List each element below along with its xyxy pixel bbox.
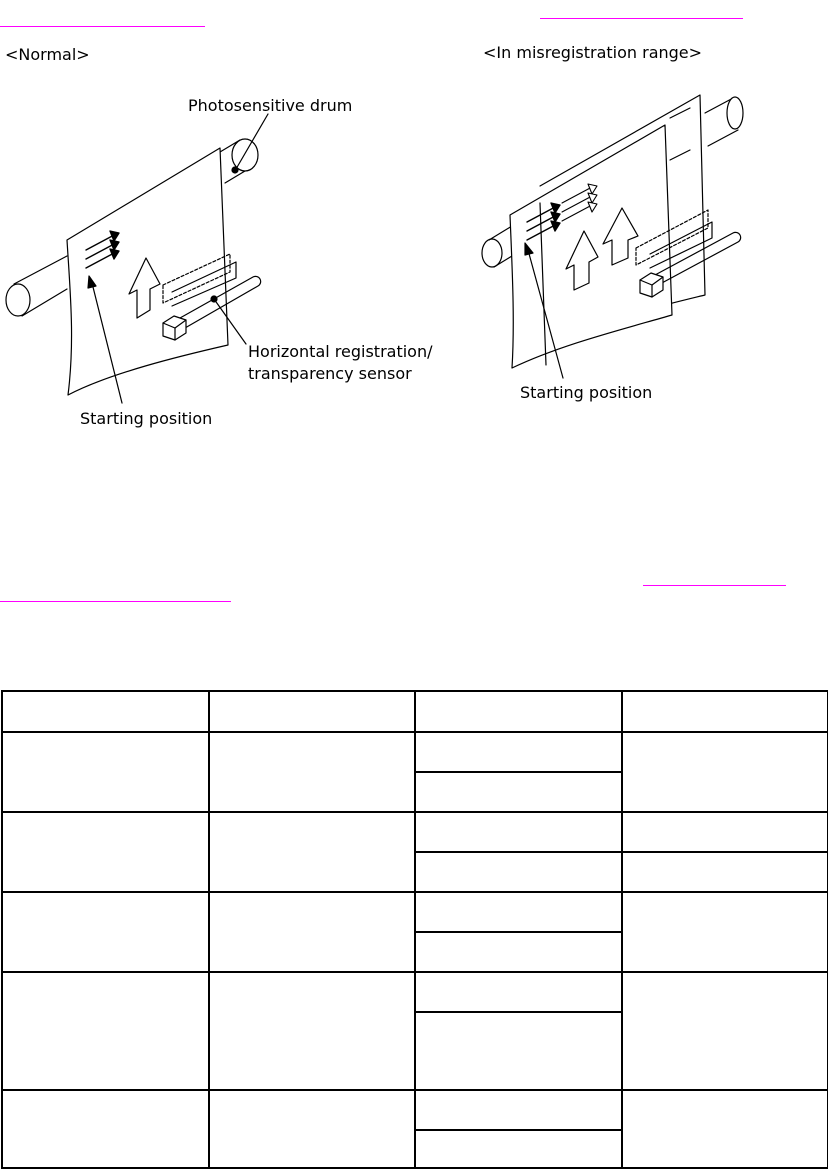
sensor-label-line2: transparency sensor <box>248 364 412 383</box>
table-cell <box>621 851 828 893</box>
table-cell <box>414 931 623 973</box>
cross-reference-link[interactable] <box>0 583 231 602</box>
table-cell <box>1 891 210 973</box>
table-cell <box>621 1089 828 1169</box>
table-cell <box>621 891 828 973</box>
table-row <box>2 1011 828 1091</box>
table-cell <box>621 731 828 813</box>
cross-reference-link[interactable] <box>643 567 786 586</box>
normal-panel-title: <Normal> <box>5 45 90 64</box>
table-header-cell <box>621 690 828 733</box>
table-row <box>2 771 828 813</box>
table-row <box>2 851 828 893</box>
table-cell <box>208 971 416 1091</box>
starting-position-label-misregistration: Starting position <box>520 383 653 402</box>
table-cell <box>1 971 210 1091</box>
table-cell <box>621 971 828 1091</box>
table-cell <box>621 811 828 853</box>
misregistration-panel-title: <In misregistration range> <box>483 43 703 62</box>
starting-position-label-normal: Starting position <box>80 409 213 428</box>
table-cell <box>414 891 623 933</box>
table-header-row <box>1 690 828 733</box>
table-cell <box>208 1089 416 1169</box>
table-row <box>1 1089 828 1169</box>
table-cell <box>414 1011 623 1091</box>
table-cell <box>1 1089 210 1169</box>
specification-table <box>1 690 828 1169</box>
table-cell <box>414 971 623 1013</box>
table-cell <box>208 731 416 813</box>
table-cell <box>414 1089 623 1131</box>
normal-registration-illustration <box>5 94 744 404</box>
table-header-cell <box>1 690 210 733</box>
table-row <box>1 811 828 893</box>
table-header-cell <box>208 690 416 733</box>
table-cell <box>208 891 416 973</box>
table-cell <box>1 811 210 893</box>
table-row <box>2 1129 828 1169</box>
table-cell <box>414 771 623 813</box>
table-header-cell <box>414 690 623 733</box>
cross-reference-link[interactable] <box>0 8 205 27</box>
table-row <box>1 971 828 1091</box>
photosensitive-drum-label: Photosensitive drum <box>188 96 353 115</box>
table-row <box>1 891 828 973</box>
table-cell <box>414 1129 623 1169</box>
sensor-label-line1: Horizontal registration/ <box>248 342 433 361</box>
table-row <box>2 931 828 973</box>
table-cell <box>414 851 623 893</box>
cross-reference-link[interactable] <box>540 0 743 19</box>
table-row <box>1 731 828 813</box>
table-cell <box>1 731 210 813</box>
table-cell <box>208 811 416 893</box>
table-cell <box>414 731 623 773</box>
table-cell <box>414 811 623 853</box>
